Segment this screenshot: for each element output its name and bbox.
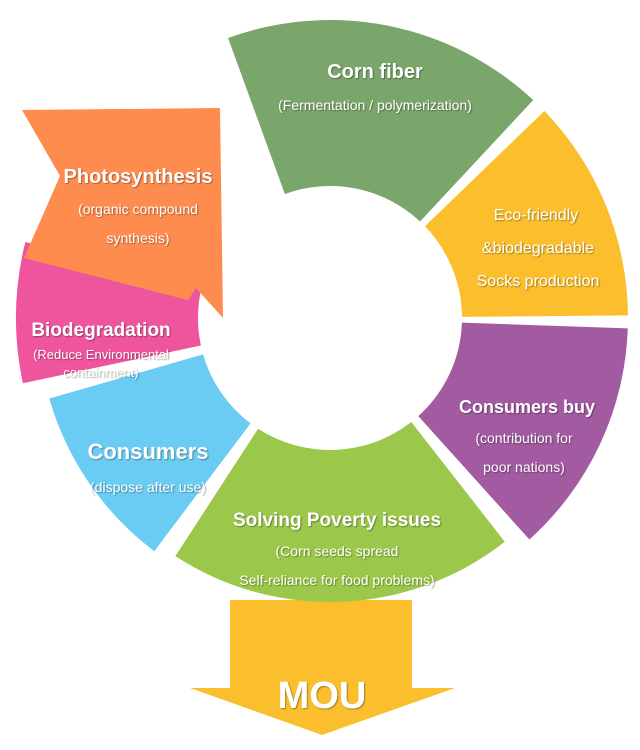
mou-label: MOU [278, 675, 367, 717]
photosynthesis-title: Photosynthesis [64, 166, 213, 188]
biodegradation-sub-1: (Reduce Environmental [33, 347, 169, 362]
segment-photosynthesis [22, 108, 223, 318]
poverty-title: Solving Poverty issues [233, 510, 441, 531]
socks-line-3: Socks production [477, 273, 600, 290]
biodegradation-sub-2: containment) [63, 365, 138, 380]
photosynthesis-sub-1: (organic compound [78, 201, 198, 217]
socks-line-1: Eco-friendly [494, 207, 578, 224]
segment-solving-poverty [175, 422, 505, 602]
socks-line-2: &biodegradable [482, 240, 594, 257]
consumers-sub: (dispose after use) [90, 479, 206, 495]
segment-corn-fiber [228, 20, 534, 222]
consumers-buy-title: Consumers buy [459, 397, 595, 417]
consumers-buy-sub-2: poor nations) [483, 459, 565, 475]
corn-fiber-sub: (Fermentation / polymerization) [278, 97, 472, 113]
poverty-sub-2: Self-reliance for food problems) [239, 572, 434, 588]
mou-arrow: MOU [190, 600, 455, 735]
consumers-title: Consumers [87, 439, 208, 464]
segment-consumers-buy [418, 322, 628, 540]
biodegradation-title: Biodegradation [31, 320, 170, 341]
corn-fiber-title: Corn fiber [327, 61, 423, 83]
poverty-sub-1: (Corn seeds spread [276, 543, 399, 559]
segment-consumers [49, 354, 251, 552]
consumers-buy-sub-1: (contribution for [475, 430, 573, 446]
photosynthesis-sub-2: synthesis) [106, 230, 169, 246]
segment-socks-production [424, 110, 628, 317]
